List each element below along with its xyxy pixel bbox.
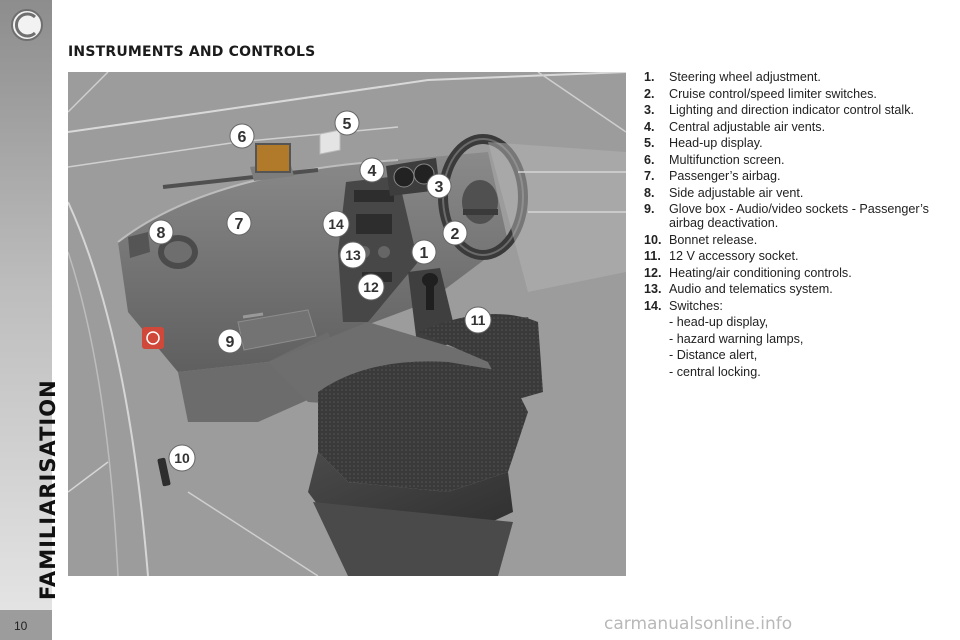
legend-number: 1. [644, 70, 655, 84]
svg-text:1: 1 [420, 245, 429, 262]
callout-14: 14 [322, 210, 350, 238]
svg-text:10: 10 [174, 450, 190, 466]
legend-number: 5. [644, 136, 655, 150]
legend-item: 3. Lighting and direction indicator contr… [644, 103, 944, 117]
legend-text: Side adjustable air vent. [669, 185, 804, 200]
callout-5: 5 [334, 110, 360, 136]
switch-item: - head-up display, [669, 315, 769, 329]
legend-text: Heating/air conditioning controls. [669, 265, 852, 280]
svg-text:6: 6 [238, 129, 247, 146]
svg-text:7: 7 [235, 216, 244, 233]
legend-item: 2. Cruise control/speed limiter switches. [644, 87, 944, 101]
legend-number: 8. [644, 185, 655, 200]
switches-sublist: - head-up display, - hazard warning lamp… [644, 315, 944, 379]
legend-text: Audio and telematics system. [669, 282, 833, 296]
svg-text:11: 11 [471, 312, 486, 328]
callout-6: 6 [229, 123, 255, 149]
callout-9: 9 [217, 328, 243, 354]
legend-text: Head-up display. [669, 136, 763, 150]
callout-10: 10 [168, 444, 196, 472]
legend-number: 4. [644, 119, 655, 134]
callout-12: 12 [357, 273, 385, 301]
switch-item: - hazard warning lamps, [669, 331, 804, 346]
watermark: carmanualsonline.info [604, 614, 793, 634]
chapter-logo-icon [11, 9, 43, 41]
callout-8: 8 [148, 219, 174, 245]
callout-7: 7 [226, 210, 252, 236]
legend-item: 14. Switches: [644, 299, 944, 313]
legend-number: 9. [644, 202, 655, 216]
legend-item: 9. Glove box - Audio/video sockets - Pass… [644, 202, 944, 230]
legend-item: 6. Multifunction screen. [644, 153, 944, 167]
legend-number: 3. [644, 103, 655, 117]
legend-text: Steering wheel adjustment. [669, 70, 821, 84]
legend-item: 5. Head-up display. [644, 136, 944, 150]
legend-text: Switches: [669, 298, 723, 313]
legend-text: Multifunction screen. [669, 152, 785, 167]
callout-11: 11 [464, 306, 492, 334]
switch-item: - Distance alert, [669, 348, 758, 362]
legend-text: Cruise control/speed limiter switches. [669, 86, 877, 101]
sidebar: FAMILIARISATION 10 [0, 0, 60, 640]
legend-item: 12. Heating/air conditioning controls. [644, 266, 944, 280]
legend-text: Glove box - Audio/video sockets - Passen… [669, 202, 929, 230]
legend-number: 7. [644, 169, 655, 183]
callout-3: 3 [426, 173, 452, 199]
legend-number: 2. [644, 86, 655, 101]
legend-number: 12. [644, 265, 662, 280]
legend-text: Bonnet release. [669, 232, 758, 247]
legend-number: 11. [644, 249, 661, 263]
legend-item: 11. 12 V accessory socket. [644, 249, 944, 263]
callout-1: 1 [411, 239, 437, 265]
page-title: INSTRUMENTS AND CONTROLS [68, 44, 316, 60]
page-number: 10 [14, 619, 28, 633]
legend-item: 8. Side adjustable air vent. [644, 186, 944, 200]
callout-2: 2 [442, 220, 468, 246]
legend-item: 7. Passenger’s airbag. [644, 169, 944, 183]
svg-text:12: 12 [363, 279, 379, 295]
legend-number: 13. [644, 282, 662, 296]
legend-number: 14. [644, 298, 662, 313]
legend-item: 13. Audio and telematics system. [644, 282, 944, 296]
callout-4: 4 [359, 157, 385, 183]
switch-item: - central locking. [669, 364, 761, 379]
legend-number: 10. [644, 232, 662, 247]
legend-number: 6. [644, 152, 655, 167]
legend-text: Central adjustable air vents. [669, 119, 826, 134]
svg-text:3: 3 [435, 179, 444, 196]
svg-text:5: 5 [343, 116, 352, 133]
legend-text: 12 V accessory socket. [669, 249, 799, 263]
cockpit-drawing: 1 2 3 4 5 6 7 8 [68, 72, 626, 576]
legend-text: Lighting and direction indicator control… [669, 103, 915, 117]
legend-text: Passenger’s airbag. [669, 169, 781, 183]
svg-text:2: 2 [451, 226, 460, 243]
legend-item: 10. Bonnet release. [644, 233, 944, 247]
section-label: FAMILIARISATION [36, 379, 60, 600]
svg-text:14: 14 [328, 216, 344, 232]
svg-text:13: 13 [345, 247, 361, 263]
svg-text:9: 9 [226, 334, 235, 351]
dashboard-illustration: 1 2 3 4 5 6 7 8 [68, 72, 626, 576]
legend-list: 1. Steering wheel adjustment. 2. Cruise co… [644, 70, 944, 379]
page-number-box: 10 [0, 610, 52, 640]
legend-item: 4. Central adjustable air vents. [644, 120, 944, 134]
callout-13: 13 [339, 241, 367, 269]
legend-item: 1. Steering wheel adjustment. [644, 70, 944, 84]
svg-text:4: 4 [368, 163, 377, 180]
svg-text:8: 8 [157, 225, 166, 242]
